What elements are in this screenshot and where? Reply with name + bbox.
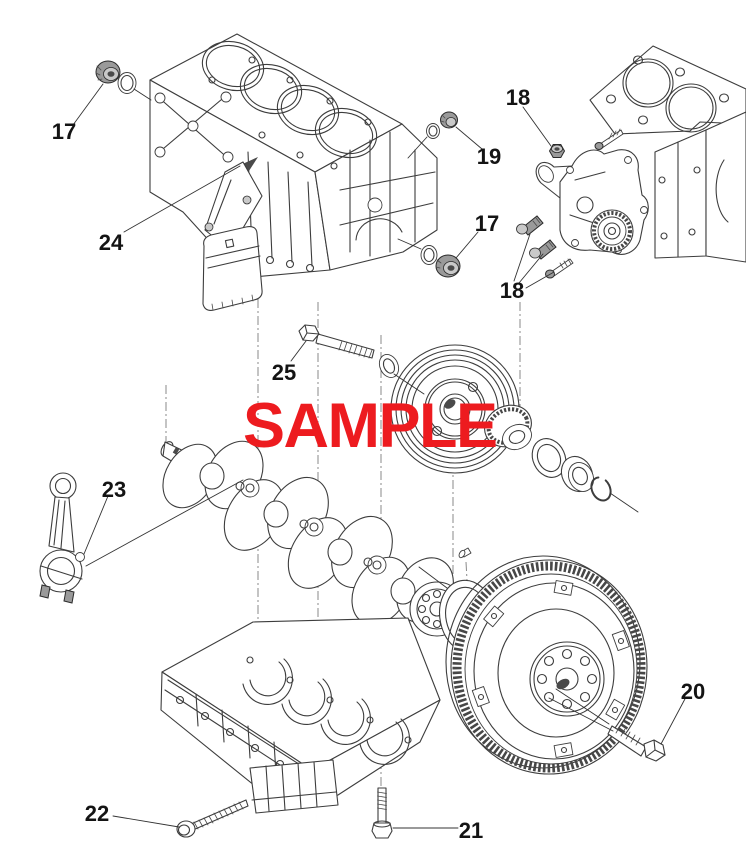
callout-labels: 17 24 18 19 17 18 25 23 20 22 21	[52, 85, 705, 843]
callout-23: 23	[102, 477, 126, 502]
head-gasket	[589, 45, 746, 135]
studs-18	[516, 215, 557, 260]
timing-sprocket	[484, 404, 532, 451]
bolt-20	[607, 725, 666, 762]
pump-mount-bolt	[594, 128, 624, 150]
callout-17-left: 17	[52, 119, 76, 144]
dowel-pin	[458, 547, 472, 559]
callout-24: 24	[99, 230, 124, 255]
callout-18-top: 18	[506, 85, 530, 110]
oil-pump-sprocket	[590, 209, 634, 253]
callout-19: 19	[477, 144, 501, 169]
ring-gear	[452, 561, 646, 773]
connecting-rod	[39, 472, 85, 604]
callout-21: 21	[459, 818, 483, 843]
washer-17-left	[117, 72, 137, 94]
plug-17-left	[95, 60, 121, 84]
oil-filter-assembly	[202, 161, 263, 311]
front-cover-panel	[654, 111, 746, 263]
callout-25: 25	[272, 360, 296, 385]
callout-20: 20	[681, 679, 705, 704]
cylinder-bores	[201, 40, 378, 159]
oil-pump	[535, 128, 649, 255]
seal-housing	[560, 455, 595, 493]
sump	[249, 759, 339, 814]
callout-17-mid: 17	[475, 211, 499, 236]
washer-25	[378, 354, 400, 378]
bolt-18	[545, 258, 574, 279]
nut-18	[548, 144, 566, 158]
flywheel	[445, 555, 648, 775]
snap-ring	[590, 476, 612, 502]
flywheel-pads	[471, 580, 630, 758]
engine-block	[149, 33, 438, 279]
front-oil-seal	[531, 438, 567, 478]
washer-19	[426, 123, 440, 139]
crankshaft	[160, 440, 465, 637]
washer-17-right	[420, 245, 438, 265]
callout-22: 22	[85, 801, 109, 826]
leader-lines	[72, 83, 687, 829]
plug-17-right	[435, 254, 461, 278]
bolt-21	[371, 787, 393, 839]
callout-18-mid: 18	[500, 278, 524, 303]
oil-pan	[160, 617, 441, 814]
bolt-22	[176, 799, 249, 838]
sample-watermark: SAMPLE	[243, 391, 497, 461]
bolt-25	[298, 324, 375, 359]
plug-19	[440, 111, 458, 129]
